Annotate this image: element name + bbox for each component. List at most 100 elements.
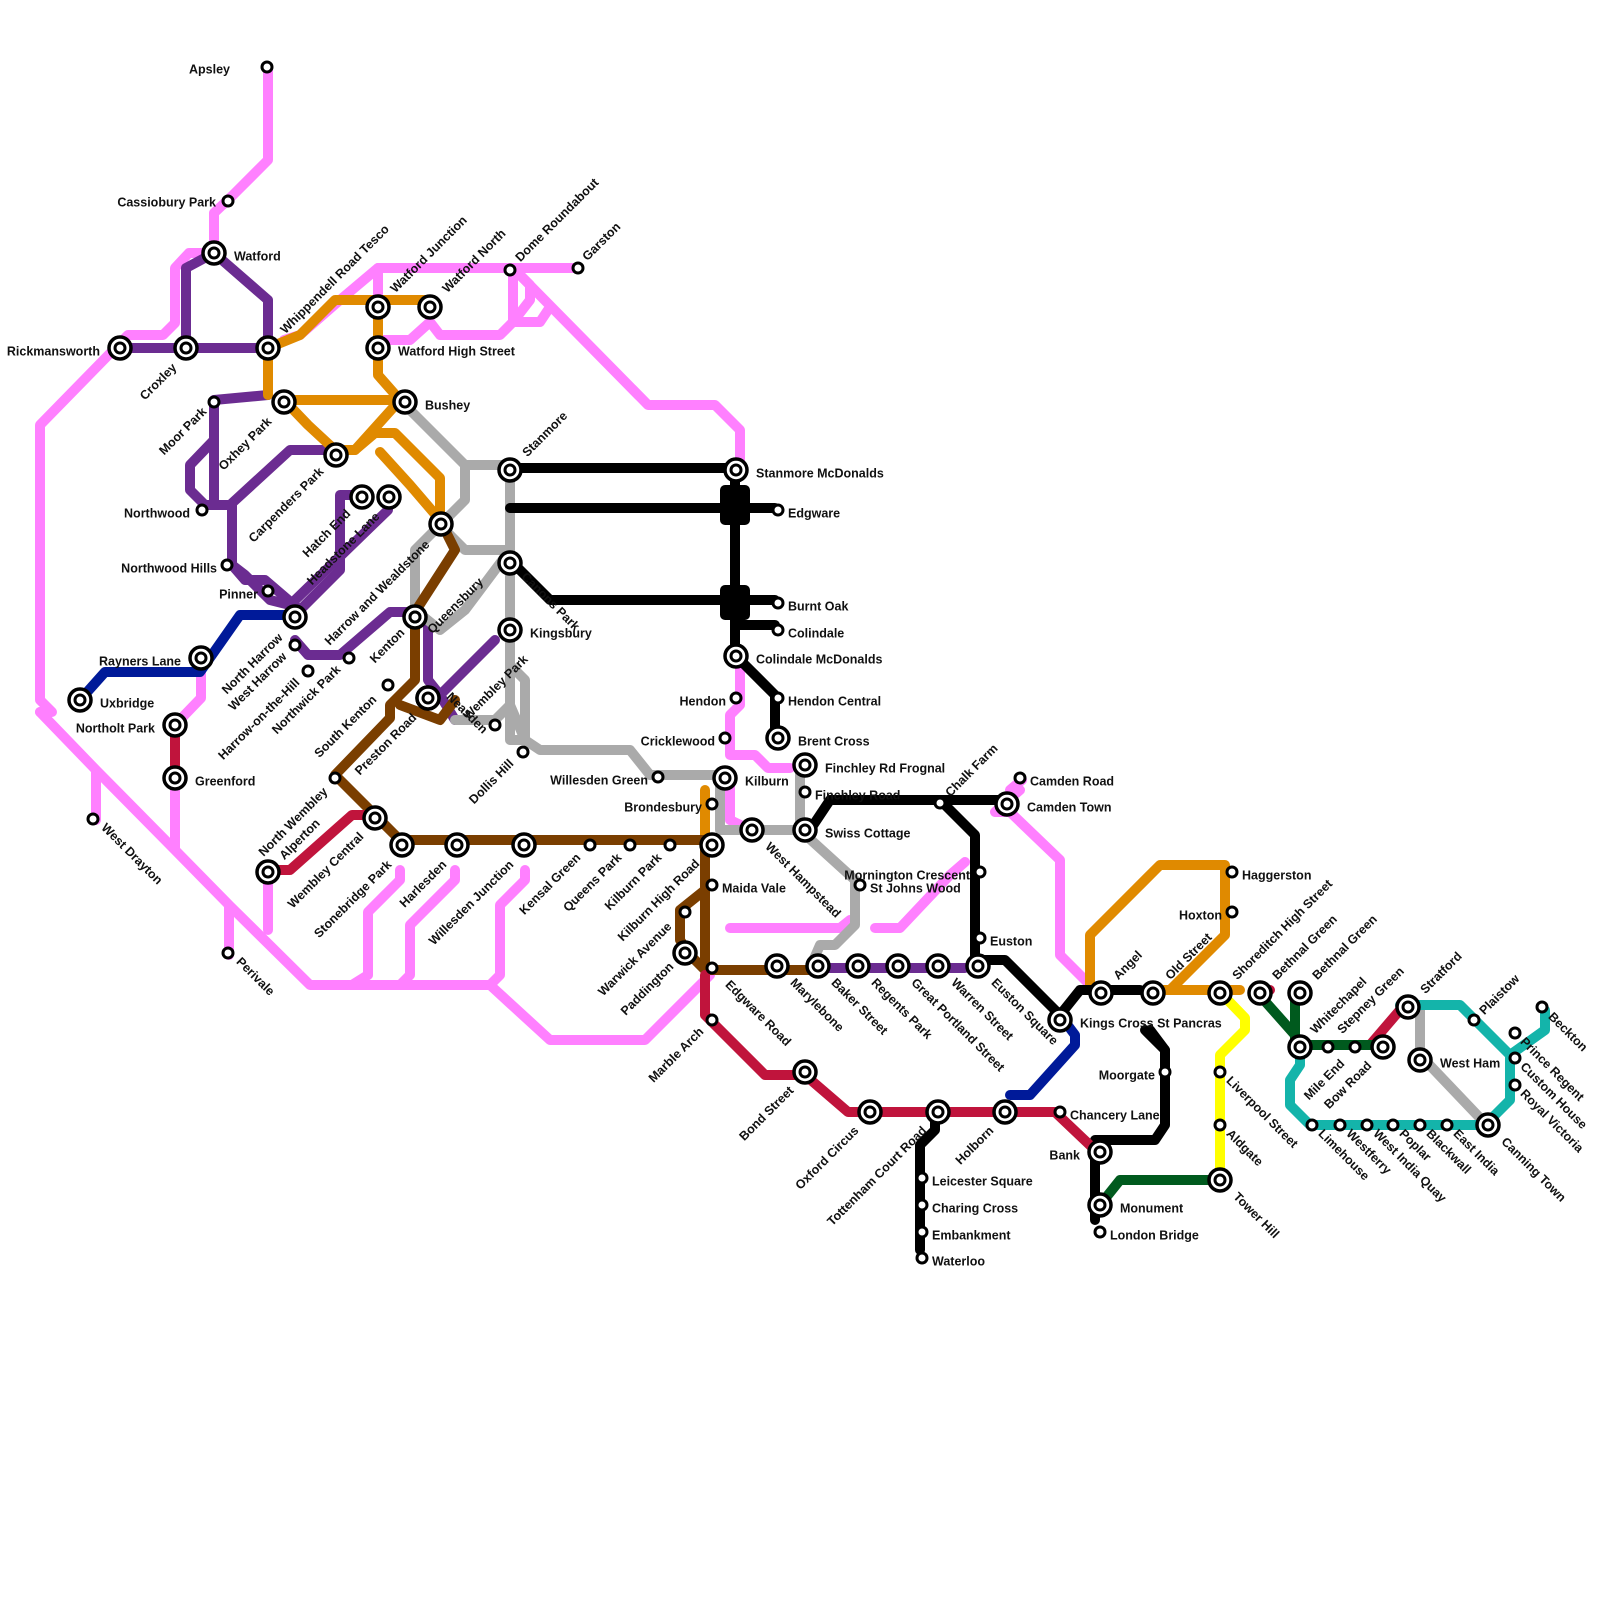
station-marker [381, 678, 395, 692]
station-finchleyfrognal[interactable]: Finchley Rd Frognal [792, 752, 945, 778]
station-label: Haggerston [1242, 868, 1311, 882]
station-perivale[interactable]: Perivale [221, 946, 278, 999]
station-label: Edgware [788, 506, 840, 520]
black-line-segment-24 [730, 463, 780, 740]
pink-line-watfordnorth [373, 263, 553, 345]
station-pinner[interactable]: Pinner [219, 584, 275, 601]
station-label: Embankment [932, 1228, 1011, 1242]
orange-line-segment-10 [350, 428, 445, 525]
station-label: Kilburn [745, 774, 789, 788]
station-brentcross[interactable]: Brent Cross [765, 725, 870, 751]
station-label: Chalk Farm [943, 741, 1001, 799]
interchange-marker-inner [1000, 797, 1014, 811]
station-marker [221, 194, 235, 208]
station-northwood[interactable]: Northwood [124, 503, 209, 520]
station-moorgate[interactable]: Moorgate [1099, 1065, 1172, 1082]
station-londonbridge[interactable]: London Bridge [1093, 1225, 1199, 1242]
station-burntoak[interactable]: Burnt Oak [771, 596, 848, 613]
station-kingsbury[interactable]: Kingsbury [497, 617, 592, 643]
station-marker [1213, 1065, 1227, 1079]
station-stjohnswood[interactable]: St Johns Wood [853, 878, 961, 895]
interchange-marker-inner [194, 651, 208, 665]
station-marker [973, 865, 987, 879]
station-camdentown[interactable]: Camden Town [994, 791, 1112, 817]
station-marker [771, 503, 785, 517]
pink-line-garston-loop [508, 263, 745, 475]
station-label: Mornington Crescent [844, 868, 971, 882]
station-plaistow[interactable]: Plaistow [1467, 972, 1523, 1027]
station-embankment[interactable]: Embankment [915, 1225, 1011, 1242]
station-camdenroad[interactable]: Camden Road [1013, 771, 1114, 788]
station-kingscross[interactable]: Kings Cross St Pancras [1047, 1007, 1222, 1033]
station-garston[interactable]: Garston [571, 220, 623, 275]
station-apsley[interactable]: Apsley [189, 60, 274, 76]
station-raynerslane[interactable]: Rayners Lane [99, 645, 214, 671]
station-willesdengreen[interactable]: Willesden Green [550, 770, 665, 787]
station-haggerston[interactable]: Haggerston [1225, 865, 1311, 882]
station-westham[interactable]: West Ham [1407, 1047, 1500, 1073]
station-marker [678, 905, 692, 919]
station-label: Tower Hill [1231, 1190, 1282, 1241]
interchange-marker-inner [931, 959, 945, 973]
station-label: Uxbridge [100, 696, 154, 710]
station-maidavale[interactable]: Maida Vale [705, 878, 786, 895]
station-charingcross[interactable]: Charing Cross [915, 1198, 1018, 1215]
station-leicestersq[interactable]: Leicester Square [915, 1171, 1033, 1188]
station-dollishill[interactable]: Dollis Hill [466, 745, 530, 807]
station-tottenham[interactable]: Tottenham Court Road [824, 1099, 951, 1229]
station-morningtoncres[interactable]: Mornington Crescent [844, 865, 987, 882]
interchange-marker-inner [745, 823, 759, 837]
black-line-segment-25 [720, 485, 750, 525]
station-marker [1467, 1013, 1481, 1027]
station-marker [623, 838, 637, 852]
station-marker [488, 718, 502, 732]
station-angel[interactable]: Angel [1088, 948, 1145, 1006]
station-label: Pinner [219, 587, 258, 601]
station-kilburn[interactable]: Kilburn [712, 765, 789, 791]
station-northoltpark[interactable]: Northolt Park [76, 712, 188, 738]
station-waterloo[interactable]: Waterloo [915, 1251, 985, 1268]
station-marker [915, 1171, 929, 1185]
interchange-marker-inner [771, 731, 785, 745]
station-marker [771, 623, 785, 637]
station-label: West Ham [1440, 1056, 1500, 1070]
station-hoxton[interactable]: Hoxton [1179, 905, 1239, 922]
station-northwoodhills[interactable]: Northwood Hills [121, 558, 234, 575]
station-brondesbury[interactable]: Brondesbury [624, 797, 719, 814]
station-marker [1225, 905, 1239, 919]
interchange-marker-inner [1093, 1198, 1107, 1212]
station-hendoncentral[interactable]: Hendon Central [771, 691, 881, 708]
station-cassiobury[interactable]: Cassiobury Park [117, 194, 235, 209]
pink-line-watford-outer [35, 248, 219, 717]
station-cricklewood[interactable]: Cricklewood [641, 731, 732, 748]
station-greenford[interactable]: Greenford [162, 765, 255, 791]
station-chancerylane[interactable]: Chancery Lane [1053, 1105, 1160, 1122]
navy-line-segment-39 [1005, 1010, 1080, 1100]
station-bushey[interactable]: Bushey [392, 389, 470, 415]
station-label: West Hampstead [763, 840, 844, 921]
station-stanmoremcd[interactable]: Stanmore McDonalds [723, 457, 884, 483]
station-label: Rickmansworth [7, 344, 100, 358]
station-rickmansworth[interactable]: Rickmansworth [7, 335, 133, 361]
interchange-marker-inner [434, 517, 448, 531]
station-marker [288, 638, 302, 652]
station-uxbridge[interactable]: Uxbridge [67, 687, 154, 713]
station-watfordhigh[interactable]: Watford High Street [365, 335, 516, 361]
station-swisscottage[interactable]: Swiss Cottage [792, 817, 910, 843]
station-colindalemcd[interactable]: Colindale McDonalds [723, 643, 882, 669]
station-label: Croxley [137, 361, 179, 403]
station-bank[interactable]: Bank [1049, 1139, 1113, 1165]
station-label: Watford [234, 249, 281, 263]
station-label: Perivale [234, 955, 278, 999]
station-colindale[interactable]: Colindale [771, 623, 844, 640]
station-label: Plaistow [1477, 972, 1523, 1018]
station-watford[interactable]: Watford [201, 240, 281, 266]
station-hendon[interactable]: Hendon [679, 691, 743, 708]
station-edgware[interactable]: Edgware [771, 503, 840, 520]
station-toweRhill[interactable]: Tower Hill [1207, 1167, 1282, 1241]
station-monument[interactable]: Monument [1087, 1192, 1184, 1218]
station-finchleyroad[interactable]: Finchley Road [798, 785, 900, 802]
station-label: Finchley Rd Frognal [825, 761, 945, 775]
station-label: Canning Town [1499, 1135, 1569, 1205]
station-euston[interactable]: Euston [973, 931, 1032, 948]
